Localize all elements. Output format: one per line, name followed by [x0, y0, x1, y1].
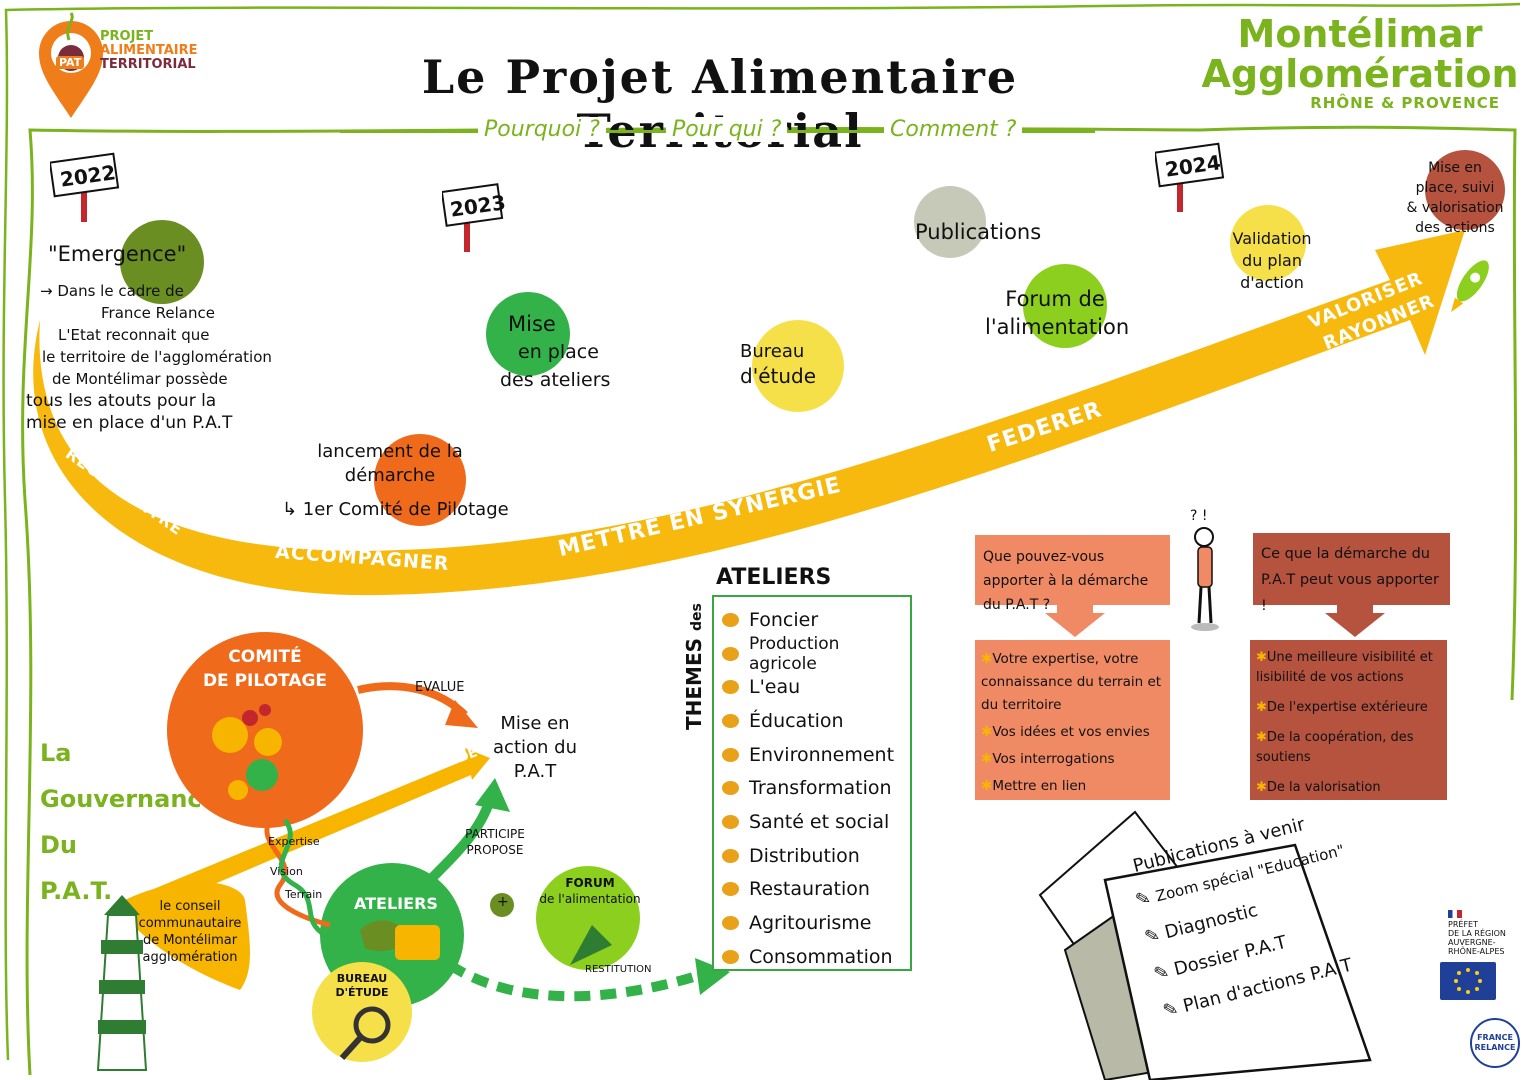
comite-label: ↳ 1er Comité de Pilotage: [282, 499, 509, 520]
rocket-icon: [1451, 260, 1489, 313]
validation-label: Validation du plan d'action: [1232, 229, 1312, 292]
mise-suivi-label: Mise en place, suivi & valorisation des …: [1406, 160, 1504, 236]
theme-item: Restauration: [722, 873, 910, 907]
forum-label: Forum de l'alimentation: [985, 287, 1130, 339]
pat-logo-line1: PROJET: [100, 29, 154, 44]
lancement-label: lancement de la démarche: [317, 441, 463, 486]
restitution-label: RESTITUTION: [585, 964, 652, 975]
arrow-down-icon: [1045, 603, 1105, 637]
vision-label: Vision: [270, 865, 303, 878]
theme-item: Foncier: [722, 603, 910, 637]
bullet-icon: [722, 781, 739, 796]
offre-list-box: ✱Une meilleure visibilité et lisibilité …: [1250, 640, 1447, 800]
bureau-circle-label: BUREAU D'ÉTUDE: [335, 972, 389, 999]
pat-logo: PAT PROJET ALIMENTAIRE TERRITORIAL: [36, 8, 216, 128]
agglo-line3: RHÔNE & PROVENCE: [1310, 94, 1500, 112]
bullet-icon: [722, 680, 739, 695]
mise-ateliers-label: Mise en place des ateliers: [500, 312, 611, 391]
bullet-icon: [722, 612, 739, 627]
pat-logo-line2: ALIMENTAIRE: [100, 43, 198, 58]
paper-stack-icon: [1038, 810, 1372, 1080]
bureau-label: Bureau d'étude: [740, 341, 817, 388]
evalue-label: EVALUE: [415, 680, 465, 695]
publications-label: Publications: [915, 220, 1042, 244]
themes-title: ATELIERS: [716, 565, 832, 590]
svg-text:? !: ? !: [1190, 508, 1208, 524]
apporter-list-box: ✱Votre expertise, votre connaissance du …: [975, 640, 1170, 800]
theme-item: Agritourisme: [722, 906, 910, 940]
pat-logo-line3: TERRITORIAL: [100, 57, 196, 72]
theme-item: Éducation: [722, 704, 910, 738]
theme-item: Santé et social: [722, 805, 910, 839]
bullet-icon: [722, 713, 739, 728]
themes-list: Foncier Production agricole L'eau Éducat…: [712, 595, 912, 971]
emergence-label: "Emergence": [48, 242, 187, 266]
theme-item: Transformation: [722, 771, 910, 805]
agglo-logo: Montélimar Agglomération RHÔNE & PROVENC…: [1200, 14, 1520, 112]
question-pourquoi: Pourquoi ?: [478, 117, 606, 142]
conseil-label: le conseil communautaire de Montélimar a…: [138, 899, 242, 965]
arrow-down-icon: [1325, 603, 1385, 637]
prefet-logo: PRÉFET DE LA RÉGION AUVERGNE- RHÔNE-ALPE…: [1448, 910, 1506, 956]
eu-flag-icon: [1440, 962, 1496, 1000]
question-pour-qui: Pour qui ?: [666, 117, 788, 142]
question-comment: Comment ?: [884, 117, 1023, 142]
terrain-label: Terrain: [285, 888, 323, 901]
mise-action-label: Mise en action du P.A.T: [493, 713, 577, 782]
themes-side-label: THEMES des: [682, 603, 706, 730]
theme-item: Distribution: [722, 839, 910, 873]
expertise-label: Expertise: [268, 835, 320, 848]
bullet-icon: [722, 747, 739, 762]
bullet-icon: [722, 814, 739, 829]
emergence-text: → Dans le cadre de France Relance L'Etat…: [26, 282, 272, 433]
agglo-line1: Montélimar: [1237, 12, 1483, 56]
marianne-icon: [1448, 910, 1462, 918]
theme-item: Production agricole: [722, 634, 910, 674]
bullet-icon: [722, 949, 739, 964]
agglo-line2: Agglomération: [1201, 52, 1519, 96]
bullet-icon: [722, 848, 739, 863]
plus-label: +: [497, 894, 509, 910]
bullet-icon: [722, 882, 739, 897]
theme-item: L'eau: [722, 670, 910, 704]
theme-item: Consommation: [722, 940, 910, 974]
comite-title: COMITÉ DE PILOTAGE: [202, 647, 328, 691]
bullet-icon: [722, 646, 739, 661]
offre-question-box: Ce que la démarche du P.A.T peut vous ap…: [1253, 533, 1450, 614]
thinking-person-icon: ? !: [1190, 508, 1219, 631]
france-relance-logo: FRANCE RELANCE: [1470, 1018, 1520, 1068]
forum-circle-label: FORUM de l'alimentation: [539, 876, 641, 906]
pat-badge: PAT: [56, 56, 85, 69]
apporter-question-box: Que pouvez-vous apporter à la démarche d…: [975, 535, 1170, 613]
participe-label: PARTICIPE PROPOSE: [465, 827, 525, 857]
bullet-icon: [722, 916, 739, 931]
ateliers-circle-label: ATELIERS: [354, 894, 438, 913]
theme-item: Environnement: [722, 738, 910, 772]
